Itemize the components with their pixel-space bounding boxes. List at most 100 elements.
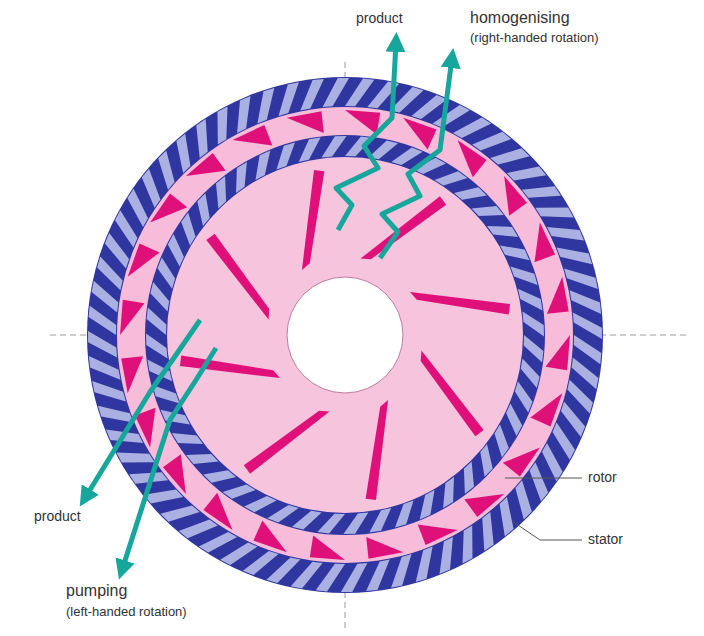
stator-slot: [547, 227, 584, 240]
leader-lines: [505, 478, 582, 540]
stator-slot: [168, 234, 184, 266]
stator-slot: [522, 186, 561, 197]
stator-slot: [570, 290, 602, 314]
rotor-tooth: [163, 454, 186, 494]
stator-slot: [542, 443, 563, 481]
mode-note: (left-handed rotation): [66, 605, 187, 620]
stator-slot: [300, 79, 324, 111]
stator-slot: [115, 210, 138, 247]
rotor-tooth: [418, 525, 458, 546]
stator-slot: [369, 508, 391, 533]
stator-slot: [500, 246, 530, 261]
flow-label: product: [356, 10, 403, 26]
stator-slot: [524, 335, 544, 363]
stator-slot: [292, 511, 322, 530]
stator-slot: [256, 151, 271, 181]
stator-slot: [89, 356, 121, 380]
mode-label: homogenising: [470, 9, 570, 27]
rotor-tooth: [535, 223, 556, 263]
stator-slot: [203, 470, 236, 482]
stator-slot: [197, 193, 209, 226]
stator-slot: [196, 119, 207, 158]
stator-slot: [323, 78, 350, 107]
rotor-tooth: [503, 448, 540, 477]
stator-slot: [482, 512, 493, 551]
stator-slot: [244, 496, 276, 512]
stator-slot: [573, 313, 602, 340]
stator-slot: [480, 444, 492, 477]
stator-slot: [218, 106, 228, 144]
stator-slot: [199, 532, 237, 553]
rotor-tooth: [233, 125, 273, 146]
stator-slot: [345, 79, 374, 107]
stator-slot: [150, 282, 169, 312]
stator-slot: [510, 267, 537, 286]
stator-slot: [322, 136, 347, 158]
stator-slot: [89, 306, 117, 335]
rotor-tooth: [464, 494, 504, 517]
stator-slot: [464, 462, 474, 494]
rotor-tooth: [530, 393, 562, 426]
stator-slot: [506, 404, 522, 436]
stator-slot: [440, 537, 453, 574]
stator-slot: [158, 257, 176, 288]
stator-slot: [535, 208, 573, 218]
stator-slot: [277, 142, 296, 169]
stator-slot: [97, 257, 123, 291]
rotor-tooth: [128, 244, 160, 277]
part-label: rotor: [588, 469, 617, 485]
rotor-tooth: [310, 536, 345, 561]
rotor-stator: [87, 77, 603, 593]
stator-slot: [567, 380, 593, 414]
stator-slot: [186, 454, 218, 464]
rotor-tooth: [150, 193, 187, 222]
stator-slot: [472, 132, 511, 151]
stator-slot: [176, 134, 190, 173]
rotor-tooth: [254, 520, 287, 552]
mode-label: pumping: [66, 582, 127, 600]
stator-slot: [572, 357, 599, 389]
stator-slot: [495, 425, 509, 458]
stator-slot: [463, 525, 473, 563]
rotor-blade: [410, 292, 510, 315]
stator-slot: [216, 176, 226, 208]
rotor-tooth: [287, 111, 324, 133]
stator-slot: [435, 171, 468, 185]
stator-slot: [160, 505, 199, 521]
stator-slot: [152, 385, 179, 404]
stator-slot: [391, 148, 422, 166]
stator-slot: [98, 406, 133, 423]
stator-slot: [553, 423, 576, 460]
stator-slot: [88, 331, 117, 358]
stator-slot: [366, 560, 390, 592]
rotor-tooth: [186, 153, 226, 176]
rotor-tooth: [547, 277, 569, 314]
stator-slot: [557, 247, 593, 264]
stator-slot: [443, 477, 454, 508]
leader-line: [505, 478, 582, 479]
flow-arrow: [85, 320, 200, 498]
stator-slot: [454, 187, 487, 199]
stator-slot: [412, 95, 448, 119]
rotor-blade: [366, 400, 389, 500]
stator-slot: [487, 226, 518, 237]
stator-slot: [237, 96, 250, 133]
stator-slot: [127, 189, 148, 227]
flow-arrow: [380, 58, 452, 258]
rotor-tooth: [120, 300, 145, 335]
stator-slot: [267, 505, 298, 523]
rotor-blade: [206, 234, 269, 320]
stator-slot: [181, 213, 195, 246]
stator-slot: [507, 166, 546, 180]
stator-slot: [316, 564, 345, 592]
rotor-tooth: [203, 493, 232, 530]
stator-slot: [291, 562, 323, 589]
stator-slot: [158, 150, 174, 189]
rotor-tooth: [345, 110, 380, 135]
stator-slot: [116, 453, 154, 463]
stator-slot: [144, 490, 183, 504]
stator-slot: [420, 490, 435, 520]
rotor-ring: [117, 107, 573, 563]
stator-slot: [317, 514, 345, 534]
stator-slot: [433, 105, 470, 128]
